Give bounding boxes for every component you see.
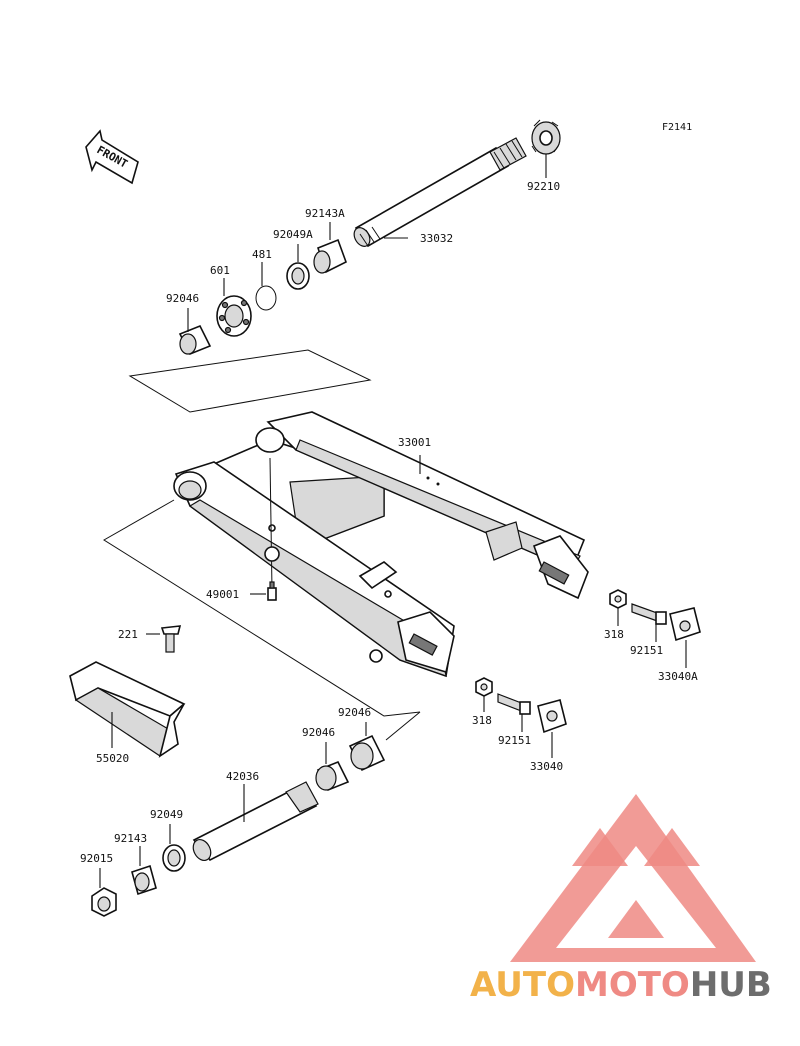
label-49001: 49001 (206, 588, 239, 601)
bolt-92151-upper (631, 603, 667, 625)
front-arrow-icon: FRONT (85, 129, 139, 185)
label-92046-right: 92046 (338, 706, 371, 719)
label-318-upper: 318 (604, 628, 624, 641)
label-92046-upper: 92046 (166, 292, 199, 305)
needle-bearing-92046-mid (315, 760, 350, 792)
needle-bearing-92046-upper (178, 324, 212, 356)
collar-92143 (131, 864, 157, 896)
nut-92015 (91, 887, 117, 917)
figure-code: F2141 (662, 122, 692, 133)
collar-tube-42036 (192, 781, 319, 862)
seal-92049 (162, 844, 186, 872)
automotohub-logo: AUTOMOTOHUB (470, 794, 772, 1005)
label-92049A: 92049A (273, 228, 313, 241)
chain-guide-55020 (69, 661, 186, 758)
adjuster-block-33040A (669, 607, 701, 642)
label-33001: 33001 (398, 436, 431, 449)
label-42036: 42036 (226, 770, 259, 783)
label-92151-upper: 92151 (630, 644, 663, 657)
svg-text:AUTOMOTOHUB: AUTOMOTOHUB (470, 965, 772, 1005)
label-92049: 92049 (150, 808, 183, 821)
nut-318-upper (609, 589, 627, 609)
reference-frame-lower (103, 499, 421, 717)
collar-92143A (313, 238, 347, 274)
adjuster-block-33040 (537, 699, 567, 734)
bolt-92151-lower (497, 693, 531, 715)
bearing-601 (216, 295, 252, 337)
logo-text-hub: HUB (690, 965, 772, 1005)
circlip-481 (255, 285, 277, 311)
label-318-lower: 318 (472, 714, 492, 727)
label-33032: 33032 (420, 232, 453, 245)
nut-318-lower (475, 677, 493, 697)
label-92151-lower: 92151 (498, 734, 531, 747)
label-481: 481 (252, 248, 272, 261)
screw-221 (160, 625, 182, 653)
reference-frame-upper (128, 349, 372, 413)
pivot-shaft-33032 (353, 137, 527, 248)
logo-text-auto: AUTO (470, 965, 575, 1005)
label-92143: 92143 (114, 832, 147, 845)
swingarm-33001 (173, 411, 589, 678)
label-92015: 92015 (80, 852, 113, 865)
label-55020: 55020 (96, 752, 129, 765)
logo-text-moto: MOTO (575, 965, 690, 1005)
label-92143A: 92143A (305, 207, 345, 220)
label-92210: 92210 (527, 180, 560, 193)
needle-bearing-92046-right (348, 734, 386, 772)
label-601: 601 (210, 264, 230, 277)
grease-nipple-49001 (267, 581, 277, 601)
pivot-nut-92210 (531, 119, 561, 155)
label-33040: 33040 (530, 760, 563, 773)
label-33040A: 33040A (658, 670, 698, 683)
seal-92049A (286, 262, 310, 290)
label-92046-mid: 92046 (302, 726, 335, 739)
label-221: 221 (118, 628, 138, 641)
